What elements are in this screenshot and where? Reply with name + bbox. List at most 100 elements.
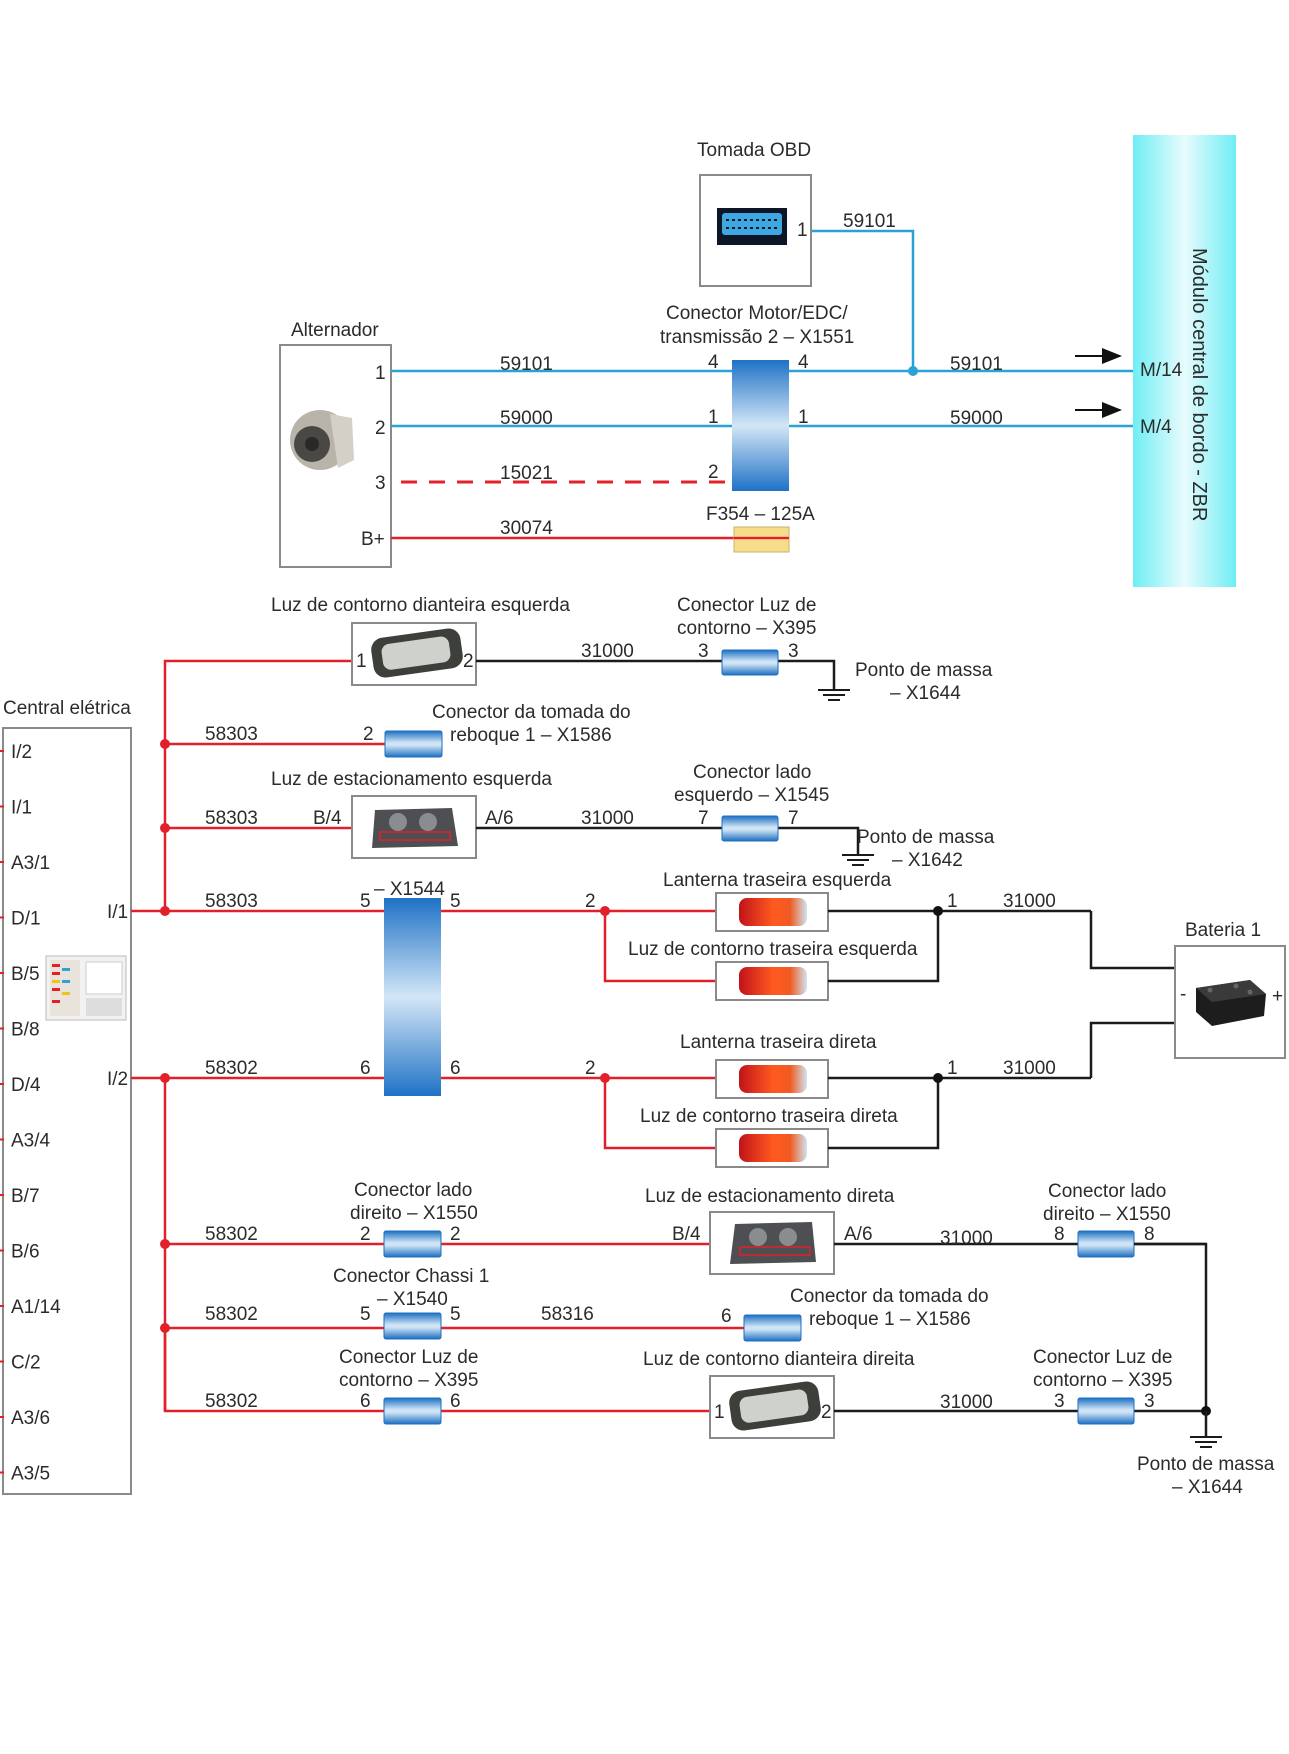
pin-label: 3 — [1144, 1391, 1155, 1412]
battery-icon — [1196, 980, 1266, 1026]
connector-label: direito – X1550 — [1043, 1204, 1171, 1225]
pin-label: 2 — [450, 1224, 461, 1245]
ground-label: – X1642 — [892, 850, 963, 871]
wire-label: 15021 — [500, 463, 553, 484]
ground-x1644-top: Ponto de massa – X1644 — [818, 660, 993, 704]
central-pin-label: B/8 — [11, 1020, 40, 1041]
connector-x395-bottom-right: Conector Luz de contorno – X395 3 3 — [1033, 1347, 1172, 1425]
pin-label: 4 — [798, 352, 809, 373]
pin-label: 5 — [450, 891, 461, 912]
pin-label: 8 — [1144, 1224, 1155, 1245]
rear-lamps-right: 2 Lanterna traseira direta Luz de contor… — [441, 1021, 1175, 1168]
lamp-label: Luz de estacionamento esquerda — [271, 769, 552, 790]
connector-label: Conector Chassi 1 — [333, 1266, 489, 1287]
alternator-pin-2: 2 — [375, 418, 386, 439]
tail-lamp-icon — [739, 1134, 807, 1162]
pin-label: 3 — [1054, 1391, 1065, 1412]
central-pin-label: A3/4 — [11, 1131, 51, 1152]
connector-label: esquerdo – X1545 — [674, 785, 829, 806]
ground-label: Ponto de massa — [857, 827, 995, 848]
alternator-pin-bplus: B+ — [361, 529, 385, 550]
red-bus — [131, 659, 266, 1411]
front-marker-right: Luz de contorno dianteira direita 1 2 31… — [643, 1349, 1206, 1439]
ground-label: Ponto de massa — [1137, 1454, 1275, 1475]
battery-plus: + — [1272, 986, 1283, 1007]
lamp-label: Lanterna traseira esquerda — [663, 870, 892, 891]
wire-label: 59101 — [500, 354, 553, 375]
connector-x1551: Conector Motor/EDC/ transmissão 2 – X155… — [660, 303, 854, 491]
fuse-box-icon — [45, 955, 127, 1021]
central-pin-label: A3/5 — [11, 1464, 50, 1485]
obd-socket: Tomada OBD 1 — [697, 140, 812, 287]
wire-label: 58303 — [205, 724, 258, 745]
connector-label: reboque 1 – X1586 — [450, 725, 612, 746]
central-pin-label: I/2 — [11, 742, 32, 763]
pin-label: 1 — [708, 407, 719, 428]
marker-lamp-icon — [371, 628, 463, 678]
fuse-label: F354 – 125A — [706, 504, 815, 525]
wire-label: 31000 — [940, 1228, 993, 1249]
pin-label: 1 — [714, 1402, 725, 1423]
pin-label: 2 — [708, 462, 719, 483]
alternator-label: Alternador — [291, 320, 379, 341]
junction-59101 — [908, 366, 918, 376]
headlamp-icon — [730, 1222, 816, 1264]
central-pin-label: B/5 — [11, 964, 40, 985]
headlamp-icon — [372, 808, 458, 848]
lamp-label: Lanterna traseira direta — [680, 1032, 877, 1053]
trailer-connector-x1586-right: 6 Conector da tomada do reboque 1 – X158… — [721, 1286, 989, 1342]
ground-x1642: Ponto de massa – X1642 — [842, 827, 995, 871]
central-pin-label: D/1 — [11, 909, 41, 930]
central-output-i2: I/2 — [107, 1069, 128, 1090]
pin-label: 2 — [360, 1224, 371, 1245]
ground-icon — [842, 845, 874, 866]
zbr-module: Módulo central de bordo - ZBR M/14 M/4 — [1133, 135, 1236, 587]
connector-label: Conector da tomada do — [432, 702, 631, 723]
marker-lamp-icon — [729, 1381, 821, 1431]
wire-label: 59000 — [950, 408, 1003, 429]
central-pin-label: C/2 — [11, 1353, 41, 1374]
bus-lower — [131, 1076, 167, 1411]
wire-label: 58302 — [205, 1304, 258, 1325]
obd-pin-1: 1 — [797, 220, 808, 241]
pin-label: 1 — [798, 407, 809, 428]
parking-light-left: Luz de estacionamento esquerda 58303 B/4… — [160, 769, 860, 859]
connector-x1544: 58303 58302 – X1544 5 5 6 6 — [160, 879, 461, 1096]
pin-label: 8 — [1054, 1224, 1065, 1245]
lamp-label: Luz de estacionamento direta — [645, 1186, 895, 1207]
pin-label: 1 — [947, 891, 958, 912]
connector-label: Conector Luz de — [1033, 1347, 1172, 1368]
lamp-label: Luz de contorno dianteira esquerda — [271, 595, 570, 616]
pin-label: 2 — [585, 891, 596, 912]
pin-label: 2 — [363, 724, 374, 745]
pin-label: A/6 — [844, 1224, 873, 1245]
front-marker-left: Luz de contorno dianteira esquerda 1 2 3… — [266, 595, 836, 686]
wire-label: 30074 — [500, 518, 553, 539]
connector-label: Conector da tomada do — [790, 1286, 989, 1307]
connector-label: – X1544 — [374, 879, 445, 900]
central-eletrica: Central elétrica I/2I/1A3/1D/1B/5B/8D/4A… — [0, 698, 132, 1495]
pin-label: 5 — [450, 1304, 461, 1325]
wire-label: 31000 — [1003, 1058, 1056, 1079]
connector-label: – X1540 — [377, 1289, 448, 1310]
wire-label: 31000 — [581, 641, 634, 662]
zbr-pin-m14: M/14 — [1140, 360, 1183, 381]
pin-label: 3 — [788, 641, 799, 662]
pin-label: 7 — [788, 808, 799, 829]
central-pin-label: A3/1 — [11, 853, 50, 874]
battery-1: Bateria 1 - + — [1174, 920, 1286, 1059]
pin-label: 6 — [360, 1391, 371, 1412]
wire-label: 58303 — [205, 808, 258, 829]
pin-label: 3 — [698, 641, 709, 662]
pin-label: 4 — [708, 352, 719, 373]
ground-icon — [818, 680, 850, 701]
rear-lamps-left: 2 Lanterna traseira esquerda Luz de cont… — [441, 870, 1175, 1001]
wire-label: 58316 — [541, 1304, 594, 1325]
wire-label: 59101 — [950, 354, 1003, 375]
tail-lamp-icon — [739, 967, 807, 995]
obd-label: Tomada OBD — [697, 140, 811, 161]
ground-x1644-bottom: Ponto de massa – X1644 — [1137, 1406, 1275, 1498]
connector-label: contorno – X395 — [677, 618, 816, 639]
pin-label: 6 — [450, 1391, 461, 1412]
wire-label: 58302 — [205, 1391, 258, 1412]
